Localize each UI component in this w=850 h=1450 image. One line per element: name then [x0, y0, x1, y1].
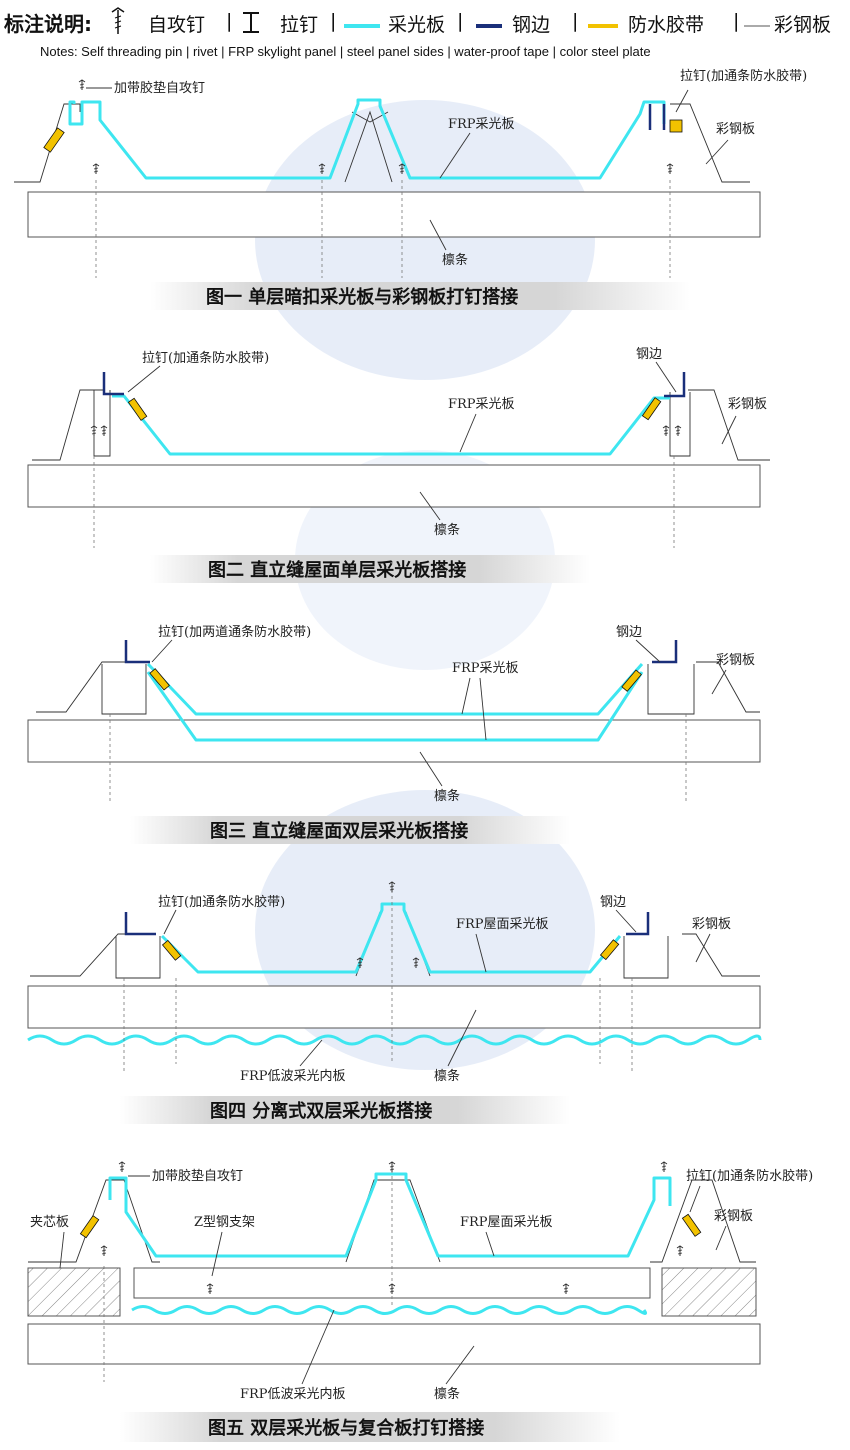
steel-edge-line-icon: [476, 24, 502, 28]
fig5-label-screw: 加带胶垫自攻钉: [152, 1168, 243, 1184]
figure-4: 拉钉(加通条防水胶带) 钢边 FRP屋面采光板 彩钢板 FRP低波采光内板 檩条…: [27, 881, 762, 1124]
steel-plate-line-icon: [744, 25, 770, 27]
fig3-label-rivet: 拉钉(加两道通条防水胶带): [158, 624, 311, 640]
fig4-label-purlin: 檩条: [434, 1068, 460, 1084]
fig2-caption: 图二 直立缝屋面单层采光板搭接: [208, 559, 466, 581]
fig2-label-edge: 钢边: [636, 347, 662, 362]
fig2-steel-edge: [102, 372, 686, 398]
legend-label-screw: 自攻钉: [148, 14, 206, 36]
fig3-frp-upper: [146, 662, 644, 716]
figure-3: 拉钉(加两道通条防水胶带) 钢边 FRP采光板 彩钢板 檩条 图三 直立缝屋面双…: [27, 624, 761, 844]
rivet-icon: [243, 12, 259, 33]
legend-sep: |: [457, 10, 464, 32]
legend-notes: Notes: Self threading pin | rivet | FRP …: [40, 44, 651, 59]
fig4-label-steel: 彩钢板: [692, 917, 731, 932]
legend-sep: |: [733, 10, 740, 32]
fig5-label-zframe: Z型钢支架: [194, 1215, 255, 1230]
legend-row: 标注说明: 自攻钉 | 拉钉 | 采光板 | 钢边 | 防水胶带 |: [0, 4, 850, 38]
self-threading-pin-icon: [111, 7, 125, 34]
figure-5: 加带胶垫自攻钉 拉钉(加通条防水胶带) 夹芯板 Z型钢支架 FRP屋面采光板 彩…: [27, 1161, 813, 1442]
legend-label-tape: 防水胶带: [628, 14, 705, 36]
frp-line-icon: [344, 24, 380, 28]
fig4-inner-wave-panel: [27, 1034, 762, 1046]
fig5-label-inner: FRP低波采光内板: [240, 1386, 346, 1402]
fig5-label-steel: 彩钢板: [714, 1209, 753, 1224]
fig2-label-steel: 彩钢板: [728, 397, 767, 412]
fig1-caption: 图一 单层暗扣采光板与彩钢板打钉搭接: [206, 286, 518, 308]
legend-label-steel: 彩钢板: [774, 14, 832, 36]
fig5-label-rivet: 拉钉(加通条防水胶带): [686, 1168, 813, 1184]
fig4-label-inner: FRP低波采光内板: [240, 1068, 346, 1084]
legend-sep: |: [572, 10, 579, 32]
fig1-tape-right: [669, 119, 683, 133]
fig1-purlin: [27, 191, 761, 238]
fig5-label-sandwich: 夹芯板: [30, 1215, 69, 1230]
legend-label-rivet: 拉钉: [280, 14, 319, 36]
fig1-label-purlin: 檩条: [442, 252, 468, 268]
legend: 标注说明: 自攻钉 | 拉钉 | 采光板 | 钢边 | 防水胶带 |: [0, 0, 850, 64]
fig3-label-frp: FRP采光板: [452, 661, 519, 676]
figure-2: 拉钉(加通条防水胶带) 钢边 FRP采光板 彩钢板 檩条 图二 直立缝屋面单层采…: [27, 347, 770, 583]
figure-1: 加带胶垫自攻钉 拉钉(加通条防水胶带) FRP采光板 彩钢板 檩条 图一 单层暗…: [14, 68, 807, 310]
fig1-steel-plate-right: [670, 103, 750, 183]
fig3-label-edge: 钢边: [616, 625, 642, 640]
fig4-label-rivet: 拉钉(加通条防水胶带): [158, 894, 285, 910]
fig1-label-frp: FRP采光板: [448, 117, 515, 132]
fig4-steel-edge: [124, 912, 650, 936]
fig4-label-frp: FRP屋面采光板: [456, 917, 549, 932]
fig5-sandwich-right: [661, 1267, 757, 1317]
fig5-purlin: [27, 1323, 761, 1365]
fig1-label-screw: 加带胶垫自攻钉: [114, 80, 205, 96]
fig1-steel-edge: [648, 104, 666, 130]
fig5-label-purlin: 檩条: [434, 1386, 460, 1402]
fig2-label-purlin: 檩条: [434, 522, 460, 538]
fig4-purlin: [27, 985, 761, 1029]
fig3-label-steel: 彩钢板: [716, 653, 755, 668]
fig4-caption: 图四 分离式双层采光板搭接: [210, 1100, 432, 1122]
fig2-purlin: [27, 464, 761, 508]
fig1-label-steel: 彩钢板: [716, 122, 755, 137]
fig2-frp-panel: [112, 394, 670, 456]
fig4-frp-panel: [160, 902, 622, 974]
fig1-label-rivet: 拉钉(加通条防水胶带): [680, 68, 807, 84]
tape-line-icon: [588, 24, 618, 28]
fig5-sandwich-left: [27, 1267, 121, 1317]
legend-title: 标注说明:: [4, 12, 92, 36]
legend-label-edge: 钢边: [512, 14, 551, 36]
legend-label-frp: 采光板: [388, 14, 446, 36]
fig2-label-frp: FRP采光板: [448, 397, 515, 412]
fig4-label-edge: 钢边: [600, 895, 626, 910]
fig5-frp-panel: [108, 1172, 672, 1258]
fig5-caption: 图五 双层采光板与复合板打钉搭接: [208, 1417, 484, 1439]
fig1-frp-panel: [68, 98, 666, 180]
fig3-frp-lower: [146, 671, 644, 742]
fig2-label-rivet: 拉钉(加通条防水胶带): [142, 350, 269, 366]
legend-sep: |: [330, 10, 337, 32]
fig1-tape-left: [43, 127, 65, 153]
legend-sep: |: [226, 10, 233, 32]
fig3-label-purlin: 檩条: [434, 788, 460, 804]
fig3-caption: 图三 直立缝屋面双层采光板搭接: [210, 820, 468, 842]
fig1-steel-plate-left: [14, 103, 81, 183]
fig5-label-frp: FRP屋面采光板: [460, 1215, 553, 1230]
fig5-inner-wave-panel: [131, 1305, 647, 1315]
